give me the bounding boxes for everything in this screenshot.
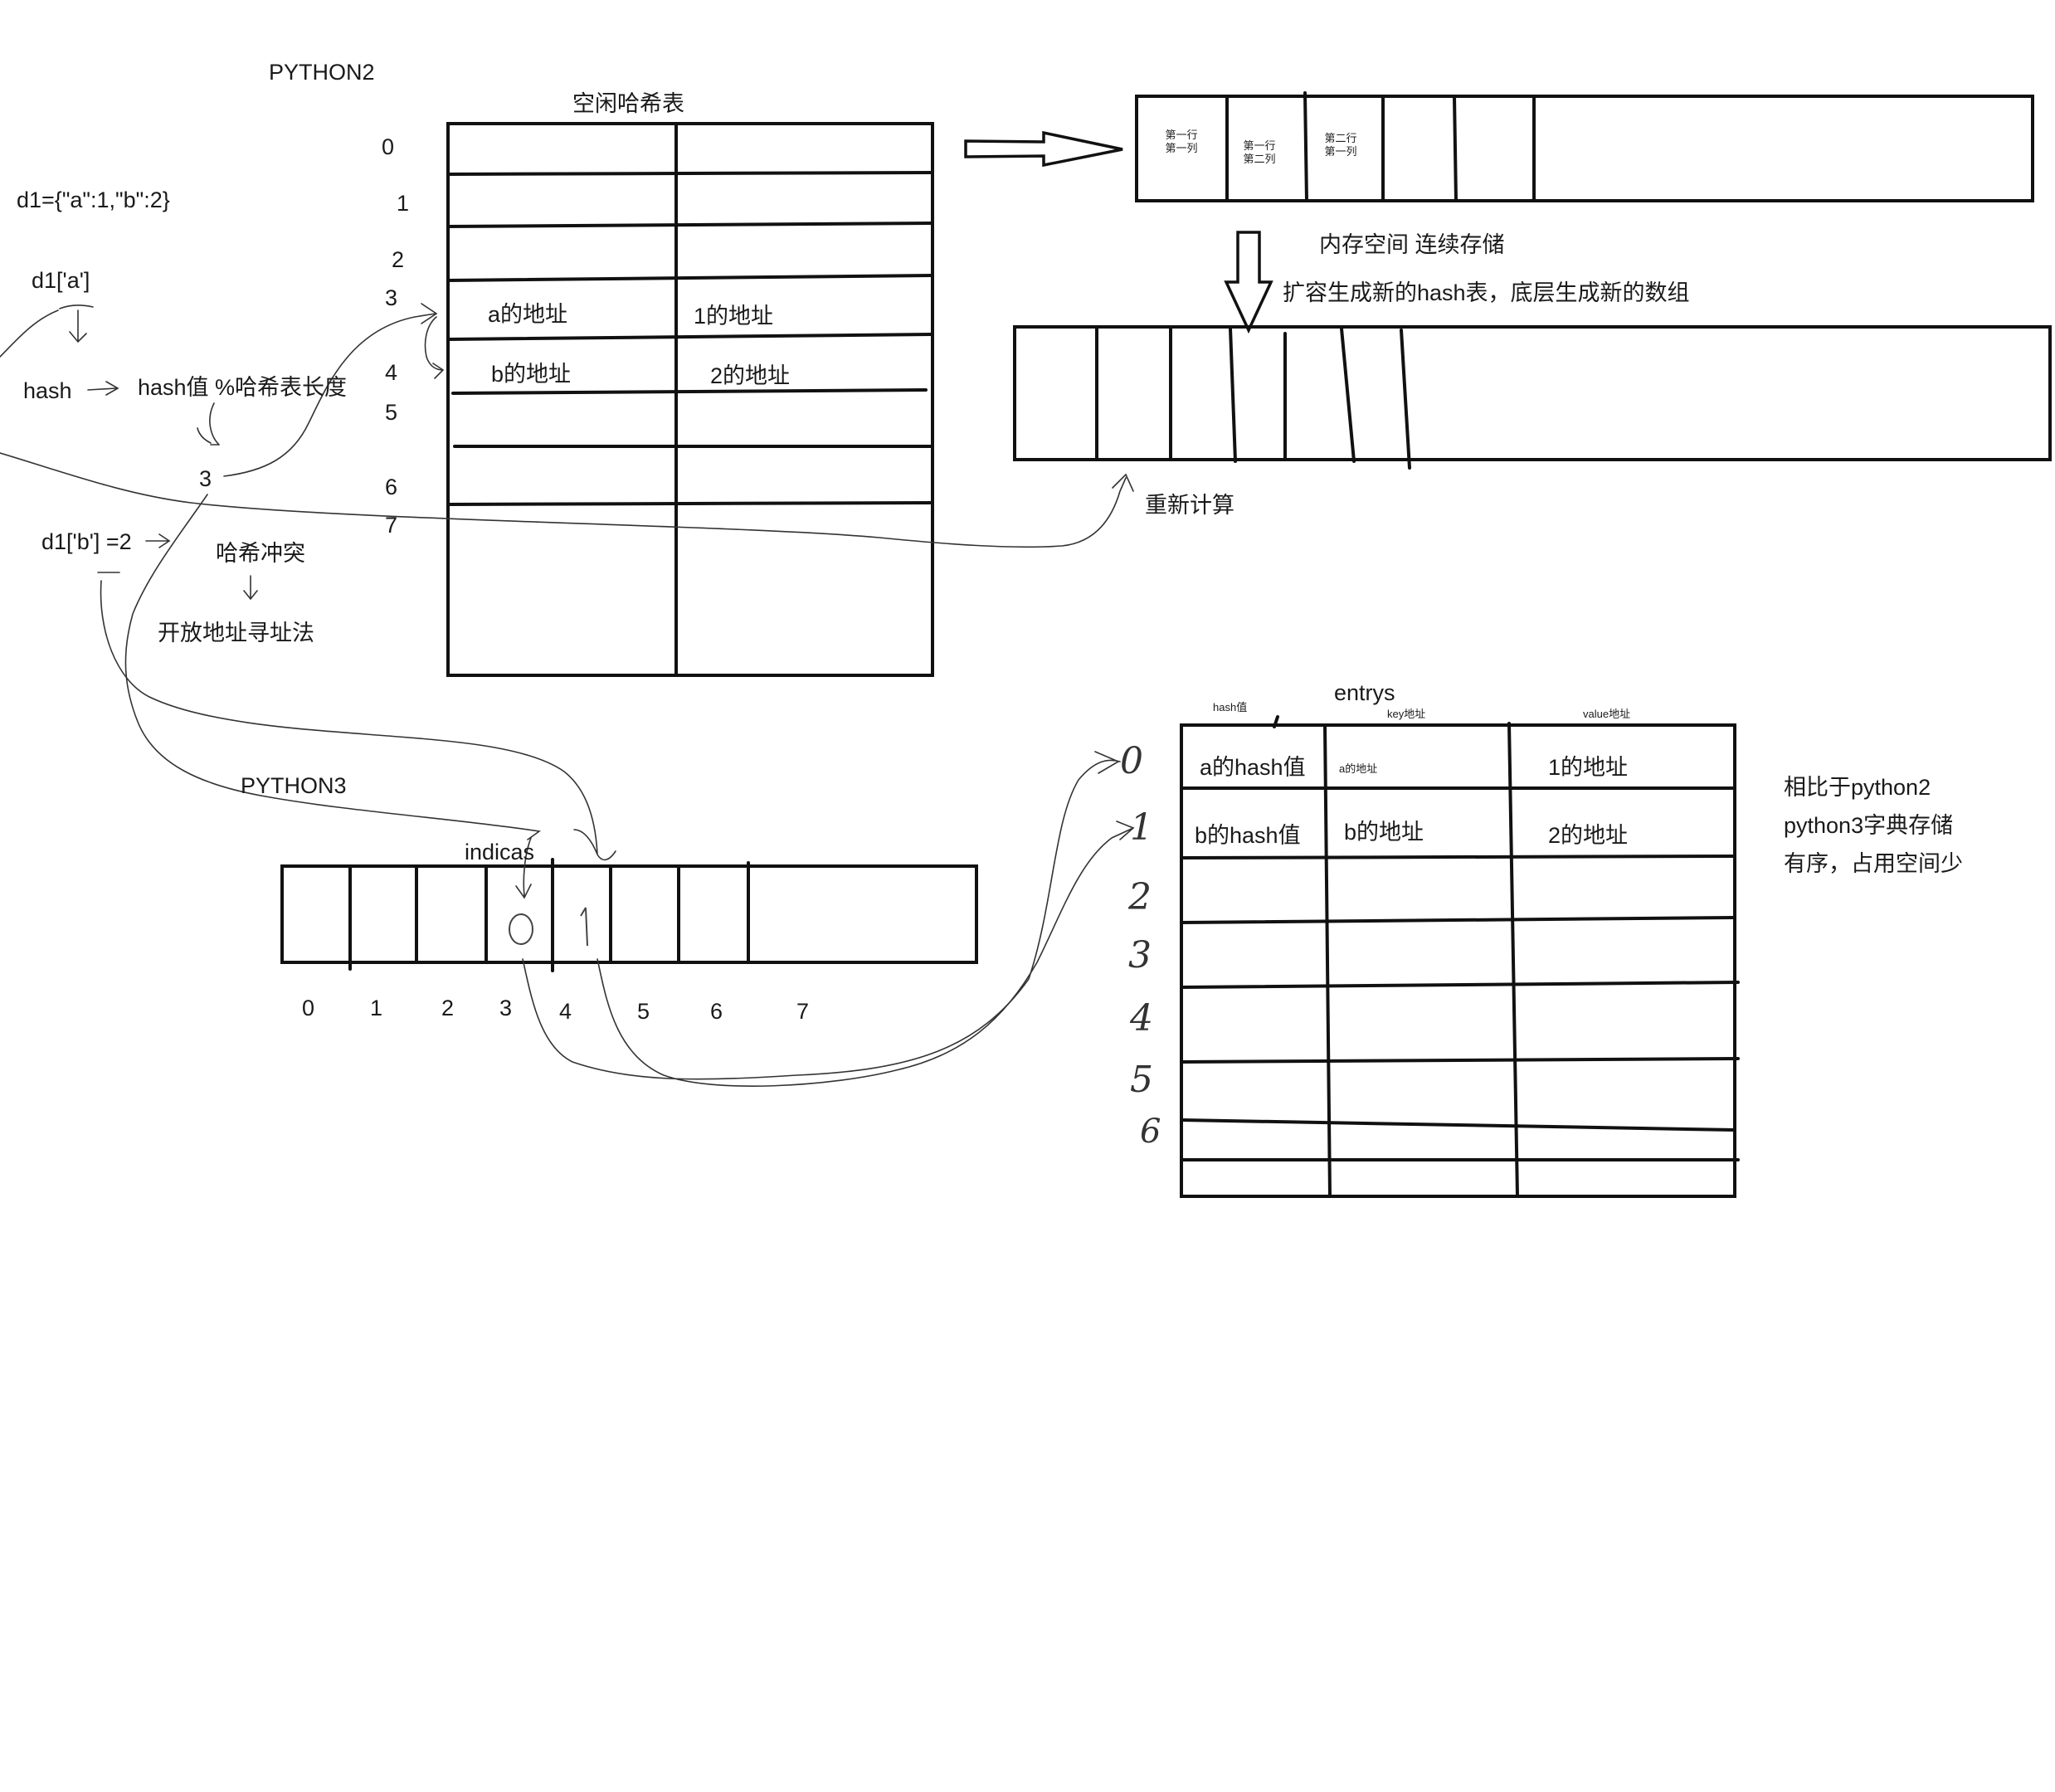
row-index-1: 1 — [397, 191, 410, 216]
curve-indices0-to-entry0 — [522, 751, 1121, 1080]
arrow-formula-down — [197, 402, 220, 446]
curve-left-top — [0, 309, 59, 358]
entries-header-key: key地址 — [1387, 708, 1426, 720]
memory-cell-3-line1: 第二行 — [1324, 132, 1357, 144]
comparison-line-2: python3字典存储 — [1784, 813, 1954, 838]
arrow-d1a-down — [59, 304, 94, 343]
entry0-value: 1的地址 — [1548, 755, 1629, 780]
entries-index-0: 0 — [1120, 740, 1143, 782]
memory-cell-2-line1: 第一行 — [1243, 139, 1276, 152]
row-index-2: 2 — [392, 247, 405, 272]
memory-cell-1-line2: 第一列 — [1165, 142, 1198, 154]
indices-pos-4: 4 — [559, 999, 572, 1024]
expanded-strip — [1013, 325, 2052, 470]
row-index-4: 4 — [385, 360, 398, 385]
dict-literal: d1={"a":1,"b":2} — [17, 187, 170, 212]
hash-formula: hash值 %哈希表长度 — [138, 375, 348, 400]
row-index-0: 0 — [382, 134, 395, 159]
row4-value: 2的地址 — [710, 363, 791, 388]
entries-index-1: 1 — [1130, 806, 1153, 849]
row-index-7: 7 — [385, 513, 398, 538]
row-index-5: 5 — [385, 400, 398, 425]
hollow-right-arrow — [964, 130, 1123, 168]
recompute-note: 重新计算 — [1145, 493, 1234, 518]
hash-table-title: 空闲哈希表 — [572, 91, 684, 116]
open-addressing-label: 开放地址寻址法 — [158, 621, 314, 645]
memory-cell-3: 第二行 第一列 — [1308, 132, 1374, 158]
expand-note: 扩容生成新的hash表，底层生成新的数组 — [1283, 280, 1690, 305]
curve-hash-to-row3 — [223, 313, 436, 477]
indices-strip — [280, 858, 978, 972]
row-index-6: 6 — [385, 475, 398, 499]
handwritten-one-in-indices — [580, 907, 588, 947]
indices-title: indicas — [465, 840, 535, 864]
entry1-hash: b的hash值 — [1195, 823, 1301, 848]
entry0-hash: a的hash值 — [1200, 755, 1306, 780]
python2-title: PYTHON2 — [269, 60, 375, 85]
collision-label: 哈希冲突 — [216, 541, 305, 566]
memory-cell-1: 第一行 第一列 — [1148, 129, 1215, 155]
arrow-collision-down — [243, 575, 258, 601]
arrow-hash-right — [87, 381, 119, 396]
entry1-key: b的地址 — [1344, 820, 1424, 845]
handwritten-index-marks — [509, 907, 588, 947]
indices-pos-3: 3 — [499, 996, 513, 1020]
memory-cell-2-line2: 第二列 — [1243, 153, 1276, 165]
entry0-key: a的地址 — [1339, 762, 1378, 775]
entries-header-value: value地址 — [1583, 708, 1631, 720]
arrow-b-right — [145, 533, 171, 548]
memory-cell-2: 第一行 第二列 — [1226, 139, 1293, 166]
memory-cell-3-line2: 第一列 — [1324, 145, 1357, 158]
memory-cell-1-line1: 第一行 — [1165, 129, 1198, 141]
entries-index-6: 6 — [1140, 1113, 1161, 1151]
arrowhead-row3 — [421, 303, 438, 324]
python3-title: PYTHON3 — [241, 773, 347, 798]
comparison-line-1: 相比于python2 — [1784, 775, 1931, 800]
hash-result: 3 — [199, 466, 212, 491]
entries-index-5: 5 — [1130, 1059, 1153, 1101]
python2-hash-table — [446, 122, 934, 677]
entries-index-3: 3 — [1128, 934, 1152, 976]
curve-left-swoosh — [0, 452, 1127, 548]
arrowhead-recompute — [1112, 473, 1134, 492]
entries-header-hash: hash值 — [1213, 701, 1248, 713]
entries-index-2: 2 — [1128, 876, 1152, 918]
row-index-3: 3 — [385, 285, 398, 310]
curve-indices1-to-entry1 — [597, 821, 1135, 1087]
entry1-value: 2的地址 — [1548, 823, 1629, 848]
indices-pos-7: 7 — [796, 999, 810, 1024]
memory-strip — [1135, 91, 2034, 202]
entries-title: entrys — [1334, 680, 1395, 705]
handwritten-zero-in-indices — [509, 913, 533, 945]
contiguous-storage-note: 内存空间 连续存储 — [1319, 232, 1505, 257]
row3-value: 1的地址 — [694, 304, 774, 329]
row3-key: a的地址 — [488, 302, 568, 327]
hollow-down-arrow — [1224, 231, 1273, 334]
row4-key: b的地址 — [491, 362, 572, 387]
indices-pos-5: 5 — [637, 999, 650, 1024]
entries-index-4: 4 — [1130, 997, 1153, 1040]
indices-pos-2: 2 — [441, 996, 455, 1020]
entries-table — [1180, 715, 1740, 1198]
lookup-b: d1['b'] =2 — [41, 529, 132, 554]
arrow-indices-down — [515, 837, 532, 899]
curve-collision-to-indices — [124, 494, 542, 840]
lookup-a: d1['a'] — [32, 268, 90, 293]
curve-b-to-indices — [100, 580, 616, 861]
connector-curves — [0, 303, 1135, 1087]
comparison-line-3: 有序，占用空间少 — [1784, 851, 1963, 876]
indices-pos-1: 1 — [370, 996, 383, 1020]
indices-pos-6: 6 — [710, 999, 723, 1024]
indices-pos-0: 0 — [302, 996, 315, 1020]
hash-label: hash — [23, 378, 72, 403]
bracket-row3-row4 — [424, 316, 445, 379]
